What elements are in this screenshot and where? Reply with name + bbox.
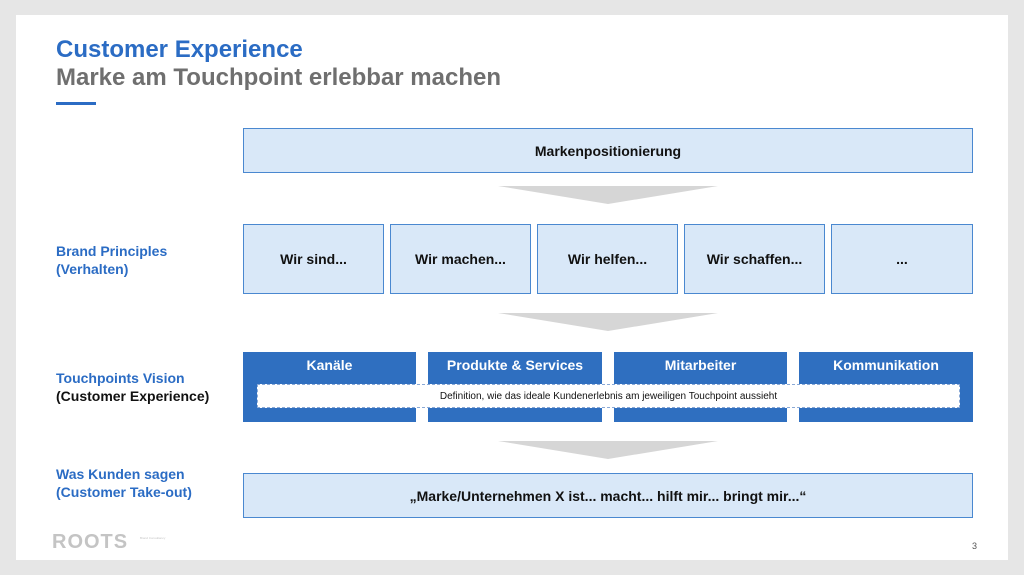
down-arrow-1 (498, 186, 718, 204)
title-underline (56, 102, 96, 105)
touchpoint-heading: Kanäle (306, 357, 353, 373)
brand-principles-label-line1: Brand Principles (56, 243, 168, 259)
touchpoint-definition-text: Definition, wie das ideale Kundenerlebni… (439, 390, 778, 402)
touchpoints-label: Touchpoints Vision (Customer Experience) (56, 369, 209, 405)
positioning-box: Markenpositionierung (243, 128, 973, 173)
down-arrow-3 (498, 441, 718, 459)
touchpoint-definition-box: Definition, wie das ideale Kundenerlebni… (257, 384, 960, 408)
down-arrow-2 (498, 313, 718, 331)
principle-label: Wir sind... (280, 251, 347, 267)
positioning-label: Markenpositionierung (534, 142, 682, 159)
principle-label: ... (896, 251, 908, 267)
brand-principles-label: Brand Principles (Verhalten) (56, 242, 167, 278)
touchpoint-heading: Mitarbeiter (664, 357, 737, 373)
slide-subtitle: Marke am Touchpoint erlebbar machen (56, 64, 501, 91)
touchpoints-label-line2: (Customer Experience) (56, 388, 210, 404)
touchpoint-heading: Kommunikation (833, 357, 939, 373)
page-number: 3 (972, 541, 978, 551)
principle-box-3: Wir helfen... (537, 224, 678, 294)
customer-says-label-line2: (Customer Take-out) (56, 484, 192, 500)
touchpoint-heading: Produkte & Services (446, 357, 584, 373)
principle-label: Wir schaffen... (706, 251, 803, 267)
brand-principles-label-line2: (Verhalten) (56, 261, 129, 277)
customer-quote: „Marke/Unternehmen X ist... macht... hil… (409, 487, 807, 504)
principle-label: Wir helfen... (567, 251, 648, 267)
customer-says-label-line1: Was Kunden sagen (56, 466, 185, 482)
logo-tagline: Brand Consultancy (140, 536, 166, 540)
touchpoints-label-line1: Touchpoints Vision (56, 370, 185, 386)
slide-title: Customer Experience (56, 36, 303, 63)
principle-box-5: ... (831, 224, 973, 294)
roots-logo: ROOTS (52, 531, 129, 553)
principle-box-4: Wir schaffen... (684, 224, 825, 294)
customer-quote-box: „Marke/Unternehmen X ist... macht... hil… (243, 473, 973, 518)
principle-box-2: Wir machen... (390, 224, 531, 294)
customer-says-label: Was Kunden sagen (Customer Take-out) (56, 465, 192, 501)
principle-label: Wir machen... (415, 251, 506, 267)
principle-box-1: Wir sind... (243, 224, 384, 294)
